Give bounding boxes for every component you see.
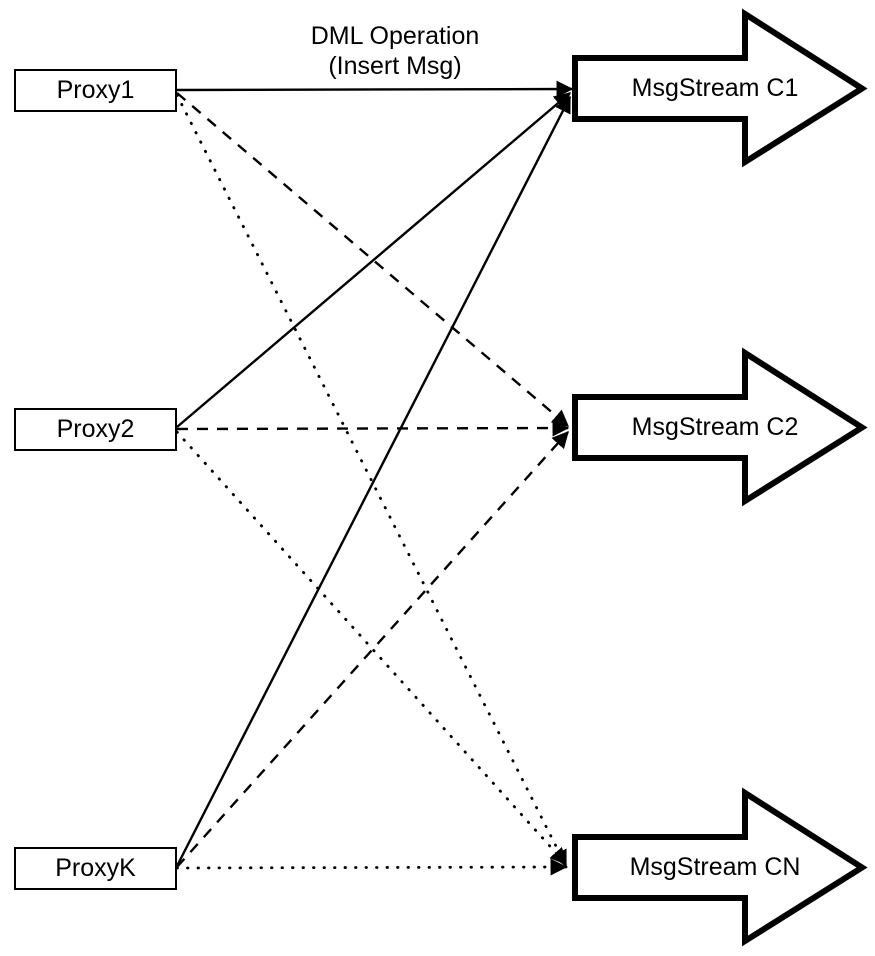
source-node-proxyk[interactable]: ProxyK <box>14 847 177 890</box>
source-node-proxy1[interactable]: Proxy1 <box>14 69 177 112</box>
block-arrow-shape[interactable] <box>572 347 868 507</box>
source-node-box[interactable] <box>14 69 177 112</box>
target-node-stream_cn[interactable]: MsgStream CN <box>572 787 868 947</box>
edge-line-solid <box>175 95 572 867</box>
source-node-box[interactable] <box>14 847 177 890</box>
edge-proxy2-to-c1 <box>176 92 572 428</box>
edge-proxy1-to-c1 <box>176 80 574 98</box>
edge-line-solid <box>176 80 574 98</box>
edge-line-dashed <box>176 431 569 868</box>
edge-label-group: DML Operation (Insert Msg) <box>311 22 480 80</box>
edge-line-dotted <box>175 430 568 866</box>
edge-proxyk-to-cn <box>175 858 568 876</box>
edge-proxyk-to-c1 <box>175 95 572 867</box>
edge-proxy1-to-c2 <box>176 92 570 427</box>
edge-label-line2: (Insert Msg) <box>328 52 461 80</box>
edge-proxy1-to-cn <box>175 93 568 868</box>
edge-label-line1: DML Operation <box>311 22 480 50</box>
edge-proxy2-to-c2 <box>176 419 570 437</box>
target-node-stream_c2[interactable]: MsgStream C2 <box>572 347 868 507</box>
edge-line-dotted <box>175 858 568 876</box>
edge-line-solid <box>176 92 572 428</box>
target-node-label: MsgStream C2 <box>632 413 799 441</box>
target-node-label: MsgStream CN <box>630 853 801 881</box>
source-node-label: Proxy2 <box>57 415 135 443</box>
source-node-proxy2[interactable]: Proxy2 <box>14 408 177 451</box>
target-node-label: MsgStream C1 <box>632 74 799 102</box>
source-node-label: Proxy1 <box>57 76 135 104</box>
source-node-label: ProxyK <box>55 854 136 882</box>
edge-proxyk-to-c2 <box>176 431 569 868</box>
target-nodes-layer: MsgStream C1 MsgStream C2 MsgStream CN <box>572 8 868 947</box>
block-arrow-shape[interactable] <box>572 787 868 947</box>
edge-line-dashed <box>176 92 570 427</box>
edge-proxy2-to-cn <box>175 430 568 866</box>
edge-line-dotted <box>175 93 568 868</box>
edge-line-dashed <box>176 419 570 437</box>
source-node-box[interactable] <box>14 408 177 451</box>
block-arrow-shape[interactable] <box>572 8 868 168</box>
target-node-stream_c1[interactable]: MsgStream C1 <box>572 8 868 168</box>
edges-layer <box>175 80 574 876</box>
